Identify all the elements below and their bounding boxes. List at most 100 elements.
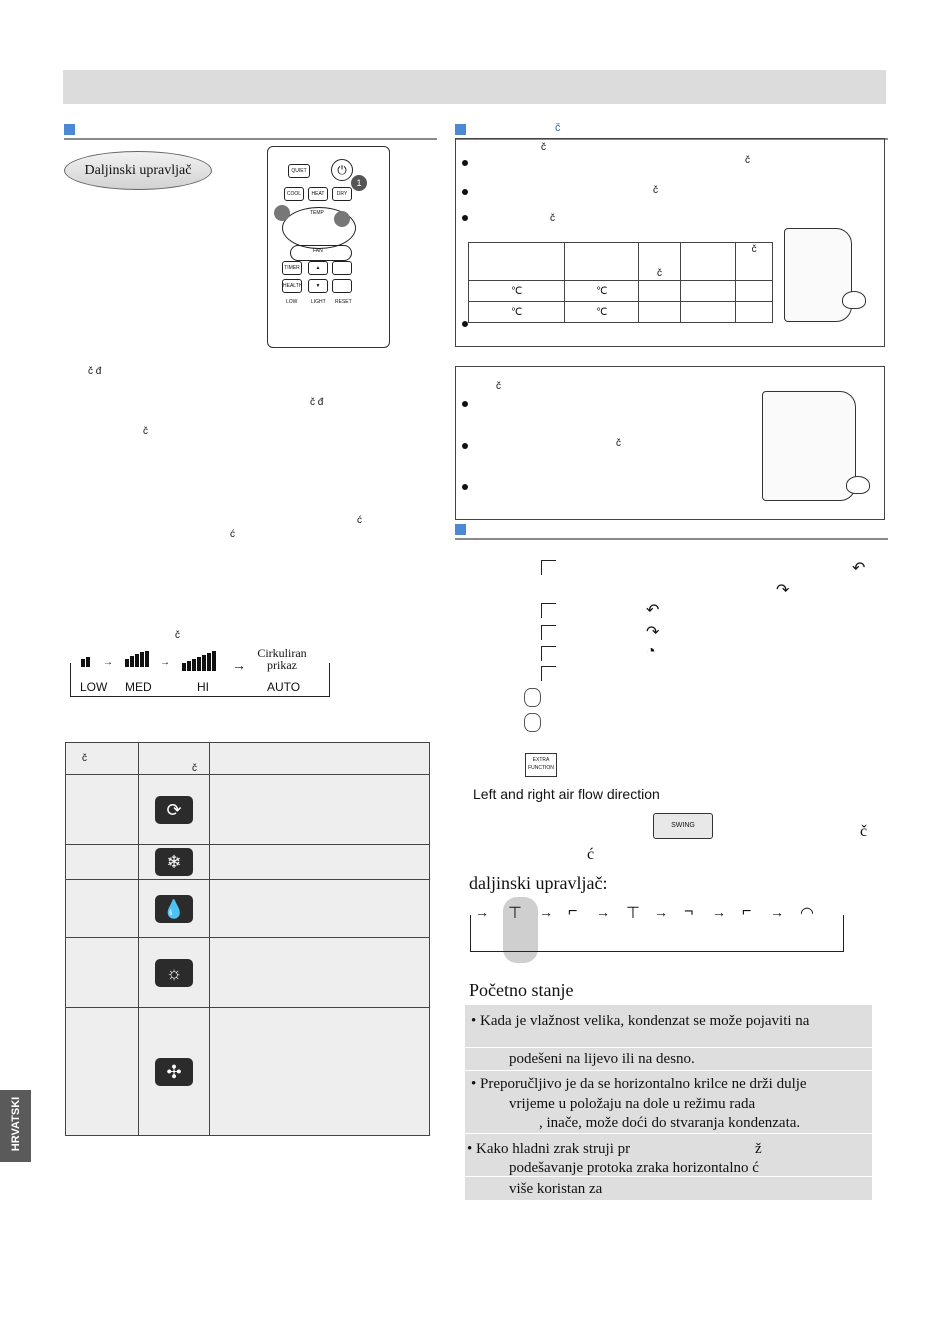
remote-timer-button: TIMER (282, 261, 302, 275)
louver-position-icon (541, 625, 556, 640)
remote-cool-button: COOL (284, 187, 304, 201)
text-fragment: č (550, 213, 555, 224)
remote-health-button: HEALTH (282, 279, 302, 293)
fan-speed-sequence: → → → Cirkuliran prikaz LOW MED HI AUTO (70, 647, 330, 697)
remote-heat-button: HEAT (308, 187, 328, 201)
note-line: podešeni na lijevo ili na desno. (509, 1051, 695, 1067)
note-line: više koristan za (509, 1181, 603, 1197)
airflow-section-header (455, 522, 888, 540)
table-cell (564, 242, 640, 281)
fan-auto-label: AUTO (267, 680, 301, 694)
table-header: č (65, 742, 139, 775)
divider (465, 1176, 872, 1177)
table-cell: ✣ (138, 1007, 210, 1136)
text-fragment: ć (587, 846, 595, 863)
section-marker-icon (455, 524, 466, 535)
text-fragment: ć (357, 515, 362, 526)
table-cell: ❄ (138, 844, 210, 880)
extra-function-label: EXTRA FUNCTION (528, 757, 554, 771)
remote-fan-label: FAN (313, 248, 323, 254)
table-cell (679, 280, 737, 302)
hand-icon (846, 476, 870, 494)
arrow-right-icon: → (103, 657, 113, 668)
arrow-right-icon: → (712, 904, 726, 920)
text-fragment: č (143, 426, 148, 437)
table-cell (679, 242, 737, 281)
indoor-unit-illustration (784, 228, 852, 322)
info-box-middle (455, 366, 885, 520)
remote-reset-label: RESET (335, 299, 352, 305)
text-fragment: č (653, 185, 658, 196)
arrow-right-icon: → (160, 657, 170, 668)
table-cell (209, 1007, 430, 1136)
text-fragment: č (745, 155, 750, 166)
remote-low-label: LOW (286, 299, 298, 305)
callout-arrow-icon (274, 205, 290, 221)
text-fragment: č đ (310, 397, 324, 408)
fan-mode-icon: ✣ (155, 1057, 193, 1086)
remote-light-label: LIGHT (311, 299, 326, 305)
table-cell (209, 937, 430, 1008)
remote-quiet-button: QUIET (288, 164, 310, 178)
auto-mode-icon: ⟳ (155, 795, 193, 824)
remote-temp-ring: TEMP (282, 207, 356, 249)
divider (465, 1070, 872, 1071)
table-cell (735, 301, 773, 323)
indoor-unit-illustration (762, 391, 856, 501)
louver-left-icon: ⌐ (568, 903, 578, 920)
power-icon: ⏻ (331, 159, 353, 181)
text-fragment: č (175, 630, 180, 641)
mode-table: č č ⟳ ❄ 💧 ☼ ✣ (65, 742, 430, 1136)
table-cell: ℃ (467, 301, 566, 323)
text-fragment: č (616, 438, 621, 449)
fan-hi-label: HI (197, 680, 209, 694)
bullet-icon (462, 160, 468, 166)
temperature-table: č č ℃ ℃ ℃ ℃ (467, 242, 773, 323)
bullet-icon (462, 484, 468, 490)
table-header: č (138, 742, 210, 775)
section-marker-icon (455, 124, 466, 135)
info-box-top (455, 138, 885, 347)
note-line: , inače, može doći do stvaranja kondenza… (539, 1115, 801, 1131)
table-cell (638, 301, 681, 323)
text-fragment: č (860, 823, 868, 840)
table-cell (209, 774, 430, 845)
callout-arrow-icon (334, 211, 350, 227)
fan-sequence-frame (70, 663, 330, 697)
table-cell (65, 774, 139, 845)
remote-button (332, 261, 352, 275)
louver-wide-icon: ⌐ (742, 903, 752, 920)
table-cell: ⟳ (138, 774, 210, 845)
text-fragment: č (541, 142, 546, 153)
page-header-bar (63, 70, 886, 104)
arrow-right-icon: → (654, 904, 668, 920)
louver-center-icon: ⊤ (626, 905, 640, 922)
arrow-right-icon: → (475, 904, 489, 920)
louver-center-icon: ⊤ (508, 905, 522, 922)
left-section-header (64, 122, 437, 140)
table-cell (65, 937, 139, 1008)
arrow-right-icon: → (770, 904, 784, 920)
current-position-highlight (503, 897, 538, 963)
section-marker-icon (64, 124, 75, 135)
table-cell: 💧 (138, 879, 210, 938)
right-section-header: č (455, 122, 888, 140)
text-fragment: ć (230, 529, 235, 540)
flow-direction-title: Left and right air flow direction (473, 786, 660, 802)
louver-right-icon: ¬ (684, 903, 694, 920)
fan-med-bars-icon (125, 651, 149, 667)
louver-position-icon (541, 666, 556, 681)
cycle-frame (470, 915, 844, 952)
fan-hi-bars-icon (182, 651, 216, 671)
hand-icon (842, 291, 866, 309)
bullet-icon (462, 443, 468, 449)
swing-arc-icon: ↶ (646, 602, 660, 619)
note-line: • Kada je vlažnost velika, kondenzat se … (471, 1013, 810, 1029)
table-cell (209, 844, 430, 880)
table-cell (679, 301, 737, 323)
table-cell (735, 280, 773, 302)
swing-fan-icon: ◔ (646, 643, 656, 660)
note-line: vrijeme u položaju na dole u režimu rada (509, 1096, 756, 1112)
table-cell (467, 242, 566, 281)
cool-mode-snowflake-icon: ❄ (155, 848, 193, 876)
